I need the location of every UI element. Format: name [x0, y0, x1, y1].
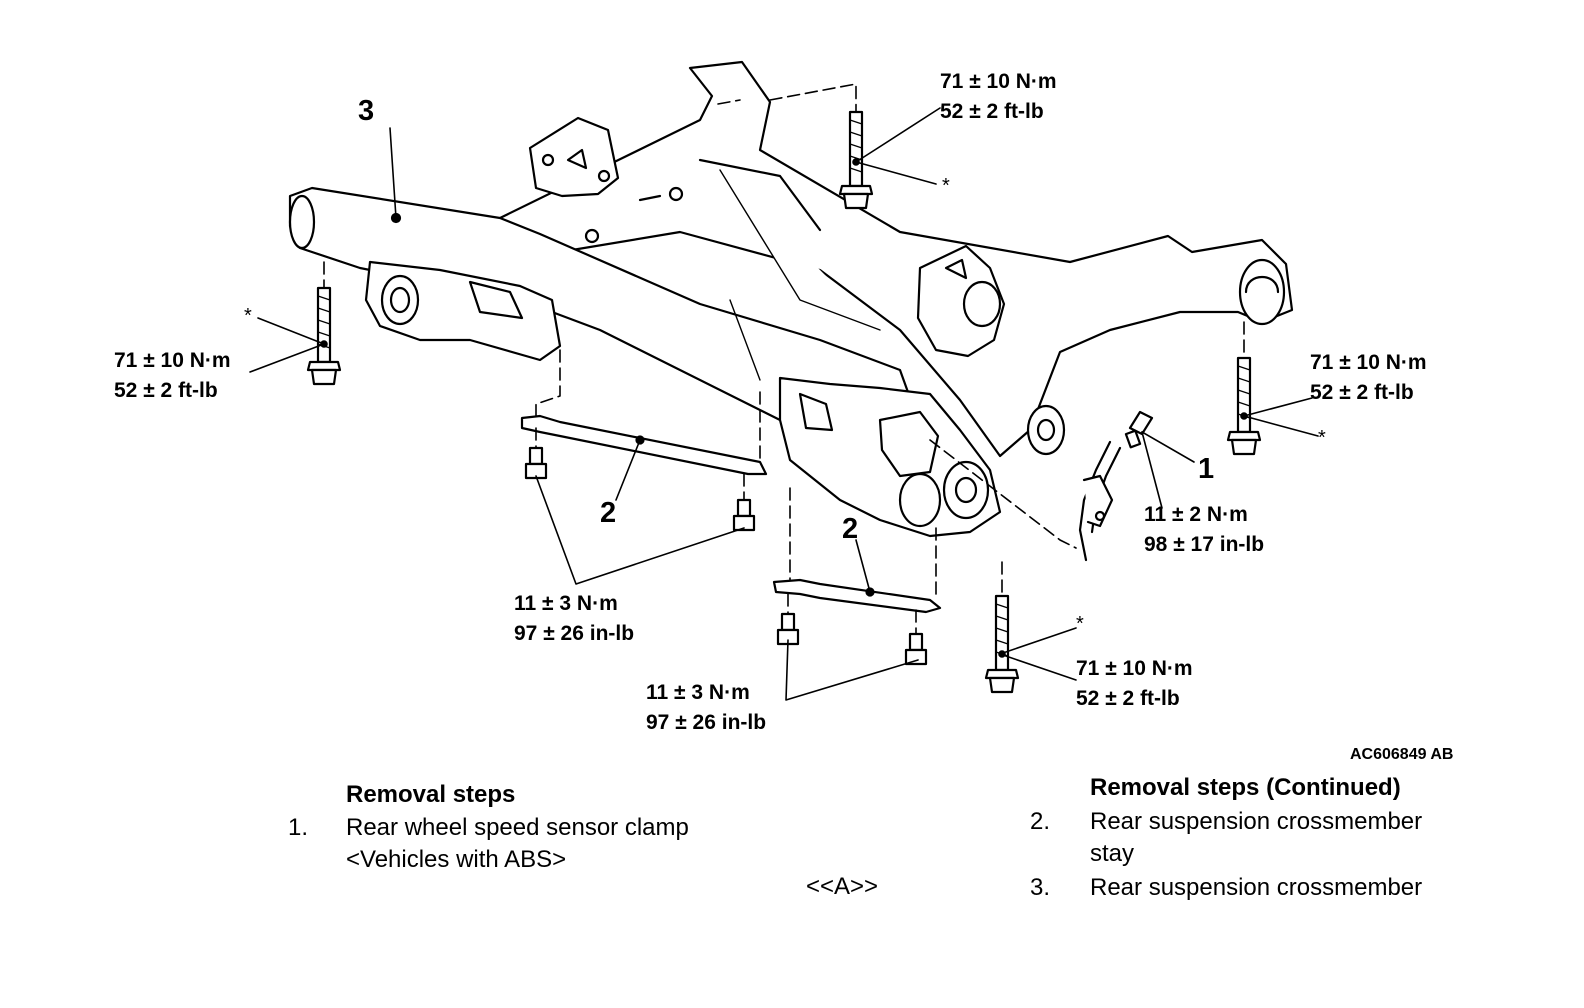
torque-imperial: 97 ± 26 in-lb — [514, 622, 635, 645]
asterisk-top: * — [942, 175, 950, 197]
torque-imperial: 52 ± 2 ft-lb — [940, 100, 1044, 123]
long-bolt-right — [1226, 356, 1262, 456]
torque-imperial: 98 ± 17 in-lb — [1144, 533, 1265, 556]
left-tube-end — [288, 194, 316, 250]
torque-imperial: 52 ± 2 ft-lb — [1076, 687, 1180, 710]
callout-2-left: 2 — [600, 497, 617, 529]
step-number: 1. — [288, 814, 309, 841]
crossmember-exploded-diagram — [249, 60, 1319, 701]
upper-right-bracket — [916, 244, 1006, 358]
step-text: Rear suspension crossmember — [1090, 808, 1423, 835]
torque-metric: 71 ± 10 N·m — [114, 349, 231, 372]
torque-metric: 11 ± 3 N·m — [514, 592, 618, 615]
rear-arm — [498, 60, 1294, 458]
figure-id: AC606849 AB — [1350, 746, 1454, 763]
torque-imperial: 97 ± 26 in-lb — [646, 711, 767, 734]
torque-metric: 71 ± 10 N·m — [940, 70, 1057, 93]
asterisk-left: * — [244, 305, 252, 327]
torque-spec-top: 71 ± 10 N·m 52 ± 2 ft-lb — [940, 67, 1057, 127]
stay-center — [772, 578, 942, 614]
torque-spec-left: 71 ± 10 N·m 52 ± 2 ft-lb — [114, 346, 231, 406]
step-text: stay — [1090, 840, 1135, 867]
torque-imperial: 52 ± 2 ft-lb — [1310, 381, 1414, 404]
leader-lines — [249, 107, 1319, 701]
step-number: 3. — [1030, 874, 1051, 901]
sensor-clamp — [1078, 440, 1122, 562]
torque-metric: 11 ± 2 N·m — [1144, 503, 1248, 526]
asterisk-right: * — [1318, 427, 1326, 449]
long-bolt-top — [838, 110, 874, 210]
torque-metric: 71 ± 10 N·m — [1076, 657, 1193, 680]
asterisk-front: * — [1076, 613, 1084, 635]
long-bolt-front — [984, 594, 1020, 694]
short-bolts — [524, 446, 928, 666]
callout-3: 3 — [358, 95, 375, 127]
removal-step-2: 2. Rear suspension crossmember stay — [1030, 806, 1510, 870]
torque-spec-stay-center: 11 ± 3 N·m 97 ± 26 in-lb — [646, 678, 766, 738]
torque-imperial: 52 ± 2 ft-lb — [114, 379, 218, 402]
removal-steps-continued-heading: Removal steps (Continued) — [1090, 774, 1401, 801]
torque-spec-right: 71 ± 10 N·m 52 ± 2 ft-lb — [1310, 348, 1427, 408]
step-text: <Vehicles with ABS> — [346, 846, 567, 873]
removal-step-1: 1. Rear wheel speed sensor clamp <Vehicl… — [288, 812, 768, 876]
stay-left — [520, 414, 768, 476]
step-number: 2. — [1030, 808, 1051, 835]
callout-2-center: 2 — [842, 513, 859, 545]
alignment-lines — [323, 83, 1245, 635]
clamp-bolt — [1124, 410, 1154, 449]
long-bolt-left — [306, 286, 342, 386]
step-text: Rear wheel speed sensor clamp — [346, 814, 689, 841]
procedure-marker: <<A>> — [806, 873, 879, 900]
crossmember-body — [288, 60, 1294, 538]
step-text: Rear suspension crossmember — [1090, 874, 1423, 901]
torque-metric: 71 ± 10 N·m — [1310, 351, 1427, 374]
callout-1: 1 — [1198, 453, 1215, 485]
removal-steps-heading: Removal steps — [346, 781, 516, 808]
torque-spec-stay-left: 11 ± 3 N·m 97 ± 26 in-lb — [514, 589, 634, 649]
removal-step-3: 3. Rear suspension crossmember — [1030, 872, 1510, 904]
torque-spec-clamp: 11 ± 2 N·m 98 ± 17 in-lb — [1144, 500, 1264, 560]
torque-spec-front: 71 ± 10 N·m 52 ± 2 ft-lb — [1076, 654, 1193, 714]
torque-metric: 11 ± 3 N·m — [646, 681, 750, 704]
